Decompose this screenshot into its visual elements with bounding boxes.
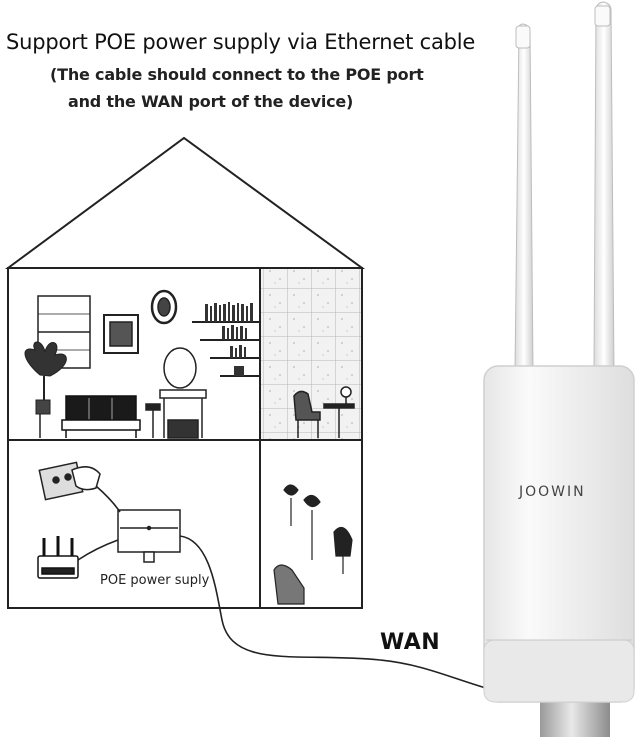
headline: Support POE power supply via Ethernet ca… bbox=[6, 30, 476, 54]
plant-left bbox=[24, 341, 67, 438]
mounting-pole bbox=[540, 700, 610, 737]
router bbox=[37, 536, 79, 579]
note-line-2: and the WAN port of the device) bbox=[68, 92, 354, 111]
plants-lower-right bbox=[273, 484, 353, 605]
sofa bbox=[61, 395, 141, 438]
brand-logo-text: JOOWIN bbox=[519, 484, 586, 500]
note-line-1: (The cable should connect to the POE por… bbox=[50, 65, 424, 84]
access-point-device bbox=[483, 365, 635, 703]
living-room bbox=[37, 289, 260, 377]
antennas bbox=[514, 1, 615, 373]
books bbox=[205, 302, 253, 376]
chair-upper-right bbox=[293, 386, 355, 438]
cables bbox=[77, 485, 541, 701]
wall-outlet bbox=[38, 461, 101, 501]
poe-power-supply-label: POE power suply bbox=[100, 573, 210, 588]
poe-adapter bbox=[117, 509, 181, 563]
wan-label: WAN bbox=[380, 630, 441, 655]
vanity bbox=[145, 347, 207, 439]
